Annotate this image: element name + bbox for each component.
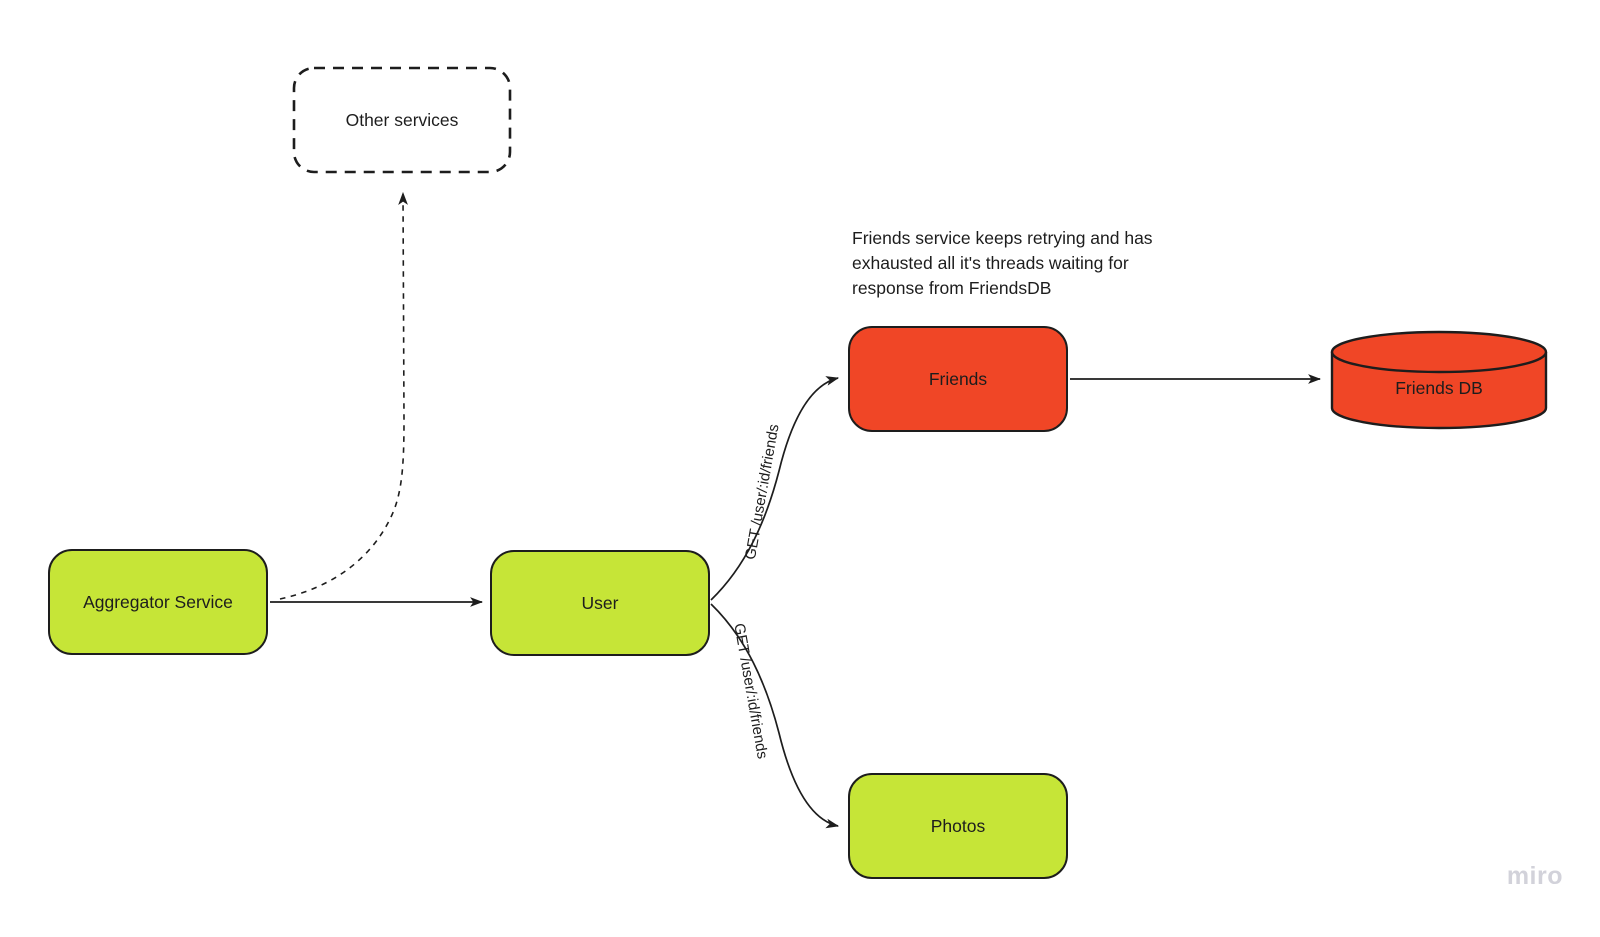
dashed-border xyxy=(292,66,512,174)
edge-label-user-friends[interactable]: GET /user/:id/friends xyxy=(742,422,783,561)
node-label: Photos xyxy=(930,815,986,836)
node-photos[interactable]: Photos xyxy=(848,773,1068,879)
connector-user-to-photos[interactable] xyxy=(710,603,840,829)
annotation-line-2: exhausted all it's threads waiting for xyxy=(852,253,1129,273)
edge-label-user-photos[interactable]: GET /user/:id/friends xyxy=(730,622,771,761)
node-label: Friends DB xyxy=(1395,377,1483,398)
miro-logo: miro xyxy=(1506,862,1563,890)
node-label: Aggregator Service xyxy=(83,591,233,612)
node-label: User xyxy=(581,592,619,613)
database-cylinder-icon xyxy=(1330,330,1548,430)
node-label: Friends xyxy=(928,368,988,389)
node-aggregator-service[interactable]: Aggregator Service xyxy=(48,549,268,655)
annotation-line-1: Friends service keeps retrying and has xyxy=(852,228,1153,248)
node-other-services[interactable]: Other services xyxy=(292,66,512,174)
annotation-line-3: response from FriendsDB xyxy=(852,278,1052,298)
node-label: Other services xyxy=(345,109,459,130)
annotation-text[interactable]: Friends service keeps retrying and has e… xyxy=(852,226,1153,301)
node-friends-db[interactable]: Friends DB xyxy=(1330,330,1548,430)
node-user[interactable]: User xyxy=(490,550,710,656)
connector-aggregator-to-other-services[interactable] xyxy=(279,191,408,600)
connector-user-to-friends[interactable] xyxy=(710,376,840,601)
node-friends[interactable]: Friends xyxy=(848,326,1068,432)
